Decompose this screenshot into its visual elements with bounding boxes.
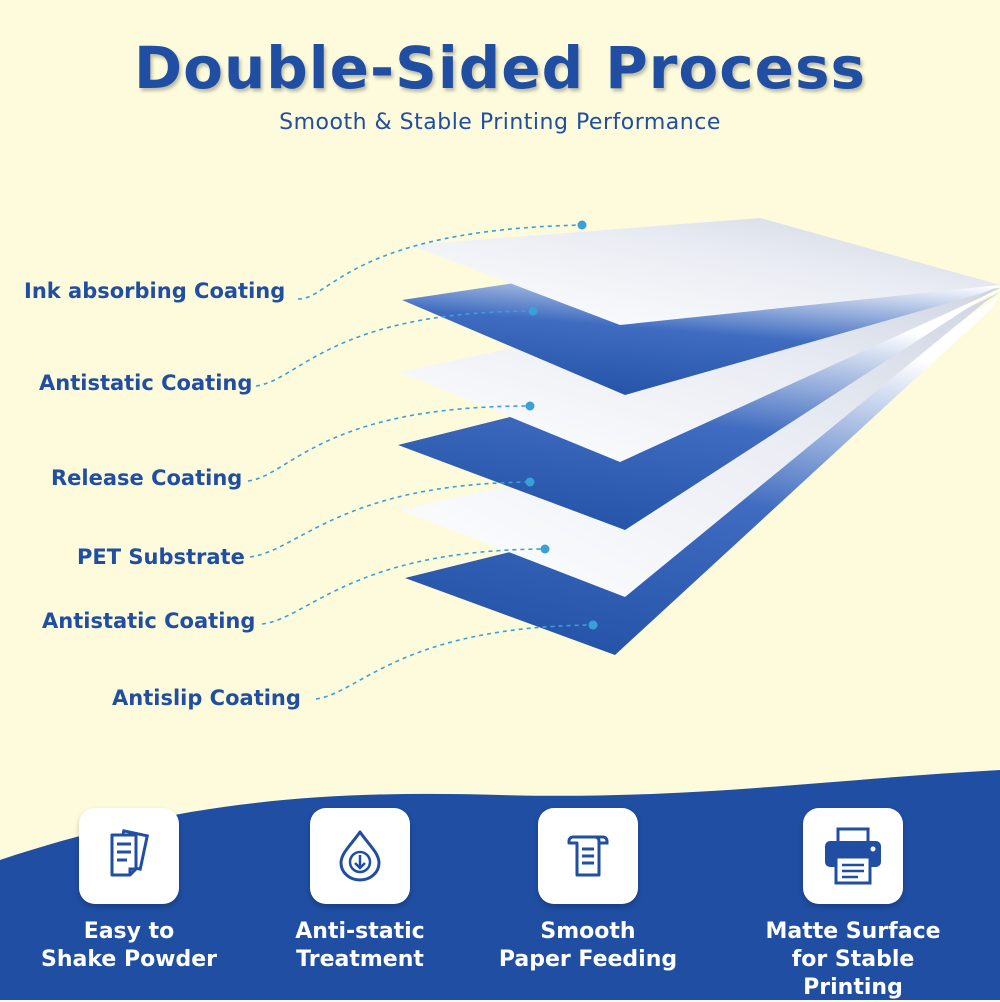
leader-line-4 xyxy=(249,481,531,558)
page-subtitle: Smooth & Stable Printing Performance xyxy=(279,110,721,135)
leader-line-3 xyxy=(247,405,531,482)
documents-icon xyxy=(110,829,150,877)
feature-paper-feeding: Smooth Paper Feeding xyxy=(478,808,698,974)
leader-line-1 xyxy=(297,224,583,300)
leader-line-6 xyxy=(315,624,594,700)
feature-anti-static: Anti-static Treatment xyxy=(250,808,470,974)
leader-dot-6 xyxy=(588,620,598,630)
layer-stack-illustration xyxy=(247,218,1000,700)
feature-label: Anti-static Treatment xyxy=(295,919,425,972)
leader-dot-3 xyxy=(525,401,535,411)
layer-label-pet-substrate: PET Substrate xyxy=(77,545,245,569)
leader-dot-4 xyxy=(525,477,535,487)
feature-icon-box xyxy=(79,808,179,904)
feature-icon-box xyxy=(538,808,638,904)
layer-label-antistatic-bottom: Antistatic Coating xyxy=(42,609,256,633)
leader-dot-2 xyxy=(528,306,538,316)
leader-dot-1 xyxy=(577,220,587,230)
feature-icon-box xyxy=(310,808,410,904)
leader-line-5 xyxy=(261,548,546,625)
feature-icon-box xyxy=(803,808,903,904)
paper-scroll-icon xyxy=(567,835,609,877)
anti-static-drop-icon xyxy=(339,830,381,882)
feature-label: Matte Surface for Stable Printing xyxy=(765,919,941,1000)
sheet-ink-absorbing xyxy=(410,218,1000,325)
layer-label-antislip: Antislip Coating xyxy=(112,686,301,710)
layer-label-antistatic-top: Antistatic Coating xyxy=(39,371,253,395)
sheet-release xyxy=(400,288,1000,462)
layer-label-ink-absorbing: Ink absorbing Coating xyxy=(24,279,286,303)
layer-label-release: Release Coating xyxy=(51,466,243,490)
printer-icon xyxy=(825,827,881,885)
page-title: Double-Sided Process xyxy=(133,34,867,102)
leader-dot-5 xyxy=(540,544,550,554)
leader-line-2 xyxy=(255,310,534,387)
feature-shake-powder: Easy to Shake Powder xyxy=(19,808,239,974)
bottom-wave-band xyxy=(0,770,1000,1000)
feature-label: Smooth Paper Feeding xyxy=(498,919,678,972)
feature-label: Easy to Shake Powder xyxy=(40,919,218,972)
feature-matte-surface: Matte Surface for Stable Printing xyxy=(743,808,963,1002)
